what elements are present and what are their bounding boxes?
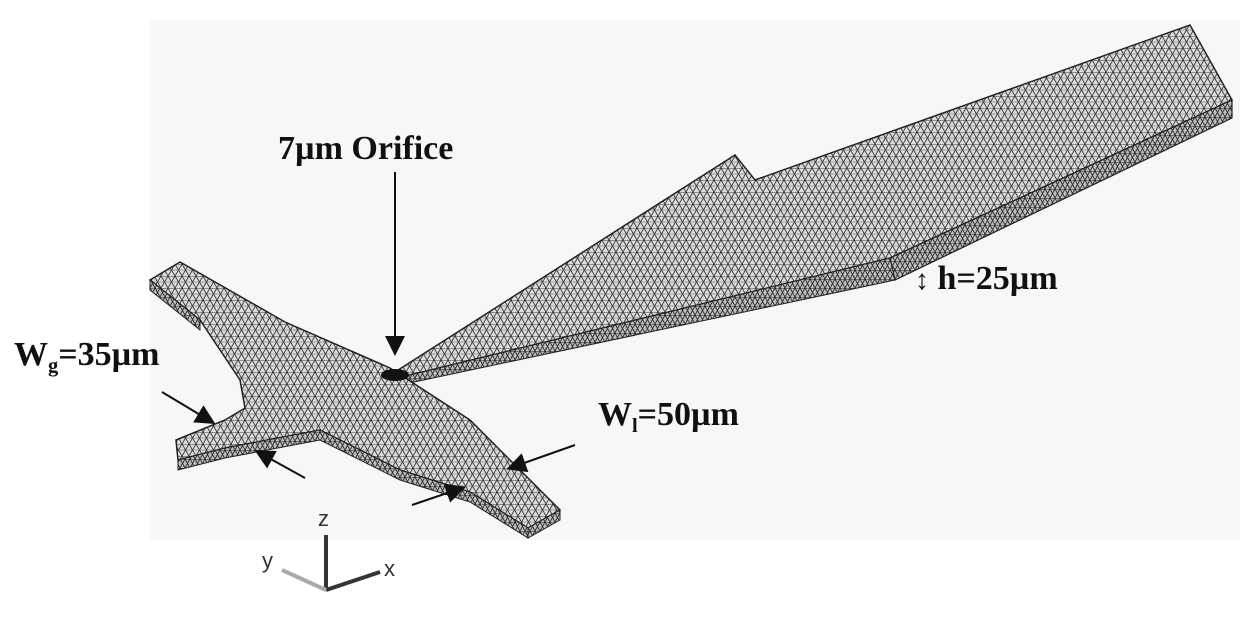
orifice-region [381,369,409,381]
junction-arm-back [149,278,201,332]
coordinate-axes [281,535,381,592]
wg-value: =35µm [58,336,160,373]
z-axis-label: z [318,506,329,531]
orifice-label: 7µm Orifice [278,130,454,167]
wl-arrow-lower [411,483,466,506]
wg-arrow-outer [161,391,216,425]
wg-subscript: g [48,355,59,378]
wl-label: Wl=50µm [598,396,739,437]
wl-arrow-upper [506,444,576,473]
y-axis-line [281,568,327,592]
wl-symbol: W [598,396,632,433]
wl-value: =50µm [637,396,739,433]
height-label: ↕ h=25µm [915,262,1058,296]
wg-symbol: W [14,336,48,373]
x-axis-label: x [384,556,395,581]
height-value: h=25µm [937,260,1058,297]
x-axis-line [325,570,381,592]
height-arrow-icon: ↕ [915,265,929,296]
y-axis-label: y [262,548,273,573]
junction-channel-side-right [527,509,561,539]
wg-label: Wg=35µm [14,336,160,377]
wg-arrow-inner [254,450,306,479]
wl-subscript: l [632,415,638,438]
